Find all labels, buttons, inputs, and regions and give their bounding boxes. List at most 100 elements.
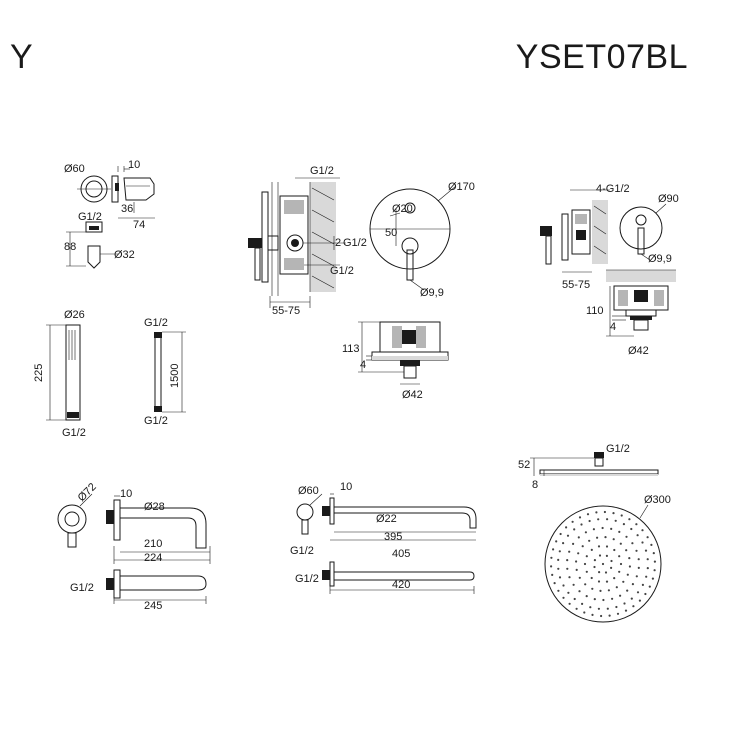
shower-hose-drawing (154, 331, 186, 413)
round-shower-head-drawing (530, 452, 662, 623)
nozzle-dot (583, 611, 586, 614)
label-hose-g12-top: G1/2 (144, 317, 168, 329)
nozzle-dot (557, 567, 560, 570)
nozzle-dot (612, 538, 615, 541)
label-d32: Ø32 (114, 249, 135, 261)
label-spout-g12: G1/2 (70, 582, 94, 594)
nozzle-dot (588, 539, 591, 542)
label-g12: G1/2 (78, 211, 102, 223)
label-4-a: 4 (360, 359, 366, 371)
nozzle-dot (610, 559, 613, 563)
nozzle-dot (606, 607, 609, 610)
label-55-75-a: 55-75 (272, 305, 300, 317)
nozzle-dot (631, 542, 634, 545)
nozzle-dot (610, 566, 613, 570)
label-224: 224 (144, 552, 162, 564)
label-valve-g12-top: G1/2 (310, 165, 334, 177)
diverter-plate-drawing (619, 203, 667, 261)
nozzle-dot (577, 552, 580, 555)
nozzle-dot (553, 582, 556, 585)
nozzle-dot (619, 542, 622, 545)
nozzle-dot (637, 566, 640, 570)
nozzle-dot (605, 554, 609, 558)
nozzle-dot (652, 552, 655, 555)
label-36: 36 (121, 203, 133, 215)
brand-letter: Y (10, 38, 33, 76)
concealed-valve-side-drawing (248, 177, 346, 308)
nozzle-dot (614, 519, 617, 522)
label-d60-b: Ø60 (298, 485, 319, 497)
nozzle-dot (626, 573, 629, 576)
nozzle-dot (603, 510, 607, 514)
nozzle-dot (618, 530, 621, 534)
label-valve-g12-mid: G1/2 (343, 237, 367, 249)
label-50: 50 (385, 227, 397, 239)
nozzle-dot (588, 519, 591, 523)
nozzle-dot (651, 577, 655, 580)
label-55-75-b: 55-75 (562, 279, 590, 291)
nozzle-dot (613, 577, 616, 580)
nozzle-dot (585, 570, 588, 573)
nozzle-dot (568, 550, 571, 553)
nozzle-dot (635, 523, 638, 526)
bath-spout-drawing (57, 493, 211, 604)
nozzle-dot (630, 527, 633, 531)
nozzle-dot (635, 575, 638, 578)
nozzle-dot (611, 597, 614, 600)
label-arm-g12: G1/2 (290, 545, 314, 557)
nozzle-dot (575, 607, 578, 610)
label-d300: Ø300 (644, 494, 671, 506)
label-d28: Ø28 (144, 501, 165, 513)
nozzle-dot (552, 548, 555, 551)
label-10-c: 10 (340, 481, 352, 493)
nozzle-dot (641, 541, 644, 544)
nozzle-dot (568, 602, 571, 605)
nozzle-dot (555, 540, 558, 543)
nozzle-dot (630, 597, 633, 600)
nozzle-dot (572, 583, 575, 586)
nozzle-dot (628, 518, 631, 521)
nozzle-dot (645, 575, 648, 578)
valve-front-plate-drawing (369, 185, 457, 291)
nozzle-dot (646, 567, 649, 570)
nozzle-dot (641, 529, 644, 532)
dimension-labels: Ø60 10 G1/2 36 74 88 Ø32 G1/2 2 G1/2 G1/… (33, 159, 679, 612)
nozzle-dot (631, 583, 635, 586)
label-4-b: 4 (610, 321, 616, 333)
label-hose-g12-bot: G1/2 (144, 415, 168, 427)
nozzle-dot (620, 514, 623, 517)
nozzle-dot (580, 523, 583, 526)
label-420: 420 (392, 579, 410, 591)
nozzle-dot (653, 569, 656, 572)
label-52: 52 (518, 459, 530, 471)
shower-head-nozzles (550, 510, 657, 618)
nozzle-dot (567, 591, 570, 594)
nozzle-dot (575, 568, 578, 572)
nozzle-dot (595, 511, 598, 514)
nozzle-dot (610, 527, 613, 531)
wall-outlet-holder-drawing (66, 166, 155, 269)
nozzle-dot (593, 598, 596, 601)
nozzle-dot (577, 536, 580, 539)
nozzle-dot (598, 554, 602, 557)
nozzle-dot (551, 573, 554, 577)
nozzle-dot (605, 545, 609, 548)
label-d9-9-b: Ø9,9 (648, 253, 672, 265)
label-88: 88 (64, 241, 76, 253)
nozzle-dot (557, 589, 560, 592)
nozzle-dot (653, 560, 657, 563)
nozzle-dot (648, 585, 651, 588)
hand-shower-drawing (46, 324, 81, 421)
nozzle-dot (586, 513, 590, 516)
nozzle-dot (622, 580, 625, 583)
nozzle-dot (619, 562, 623, 566)
nozzle-dot (581, 545, 584, 548)
nozzle-dot (584, 583, 587, 586)
nozzle-dot (581, 602, 584, 606)
diverter-body-drawing (606, 269, 676, 337)
nozzle-dot (638, 599, 642, 602)
nozzle-dot (573, 597, 576, 601)
label-hand-g12: G1/2 (62, 427, 86, 439)
nozzle-dot (625, 535, 628, 538)
label-arm2-g12: G1/2 (295, 573, 319, 585)
